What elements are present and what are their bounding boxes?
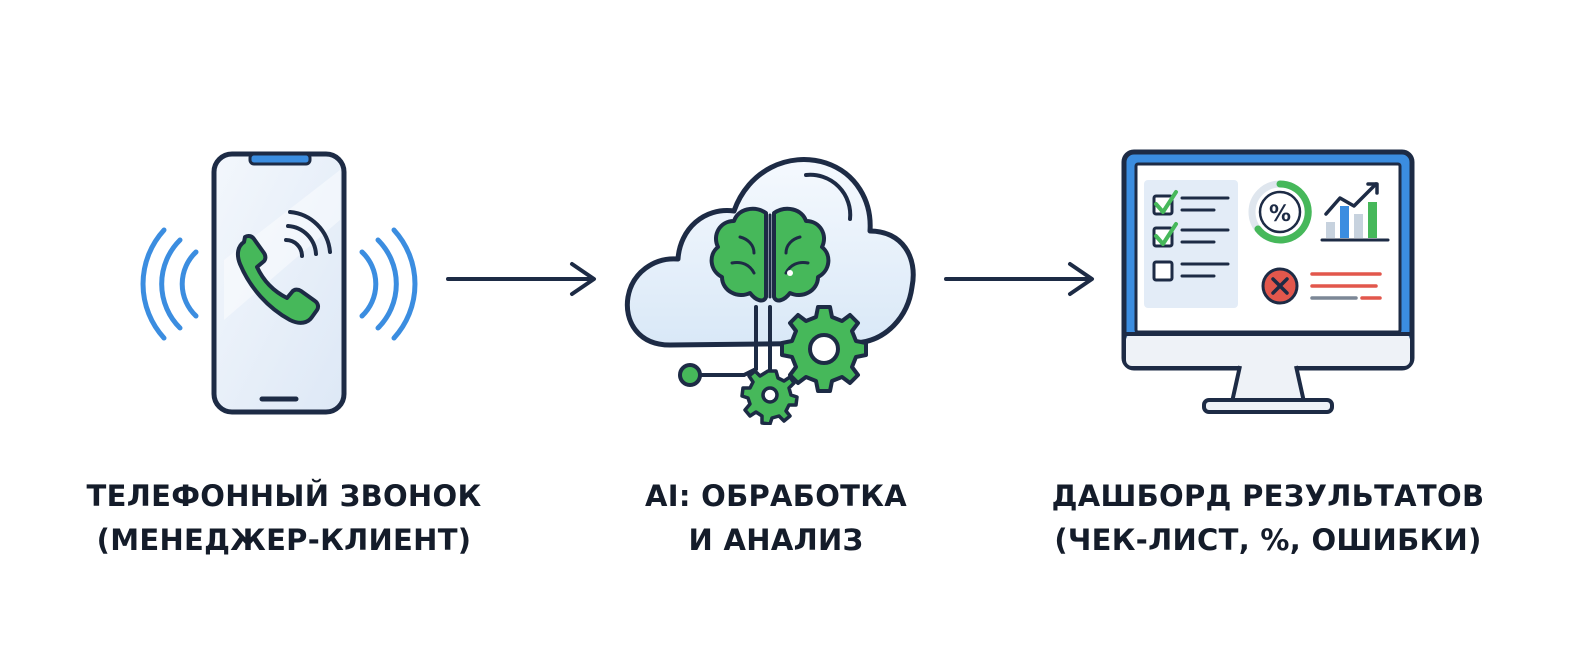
step-1-caption-line-2: (МЕНЕДЖЕР-КЛИЕНТ)	[96, 523, 472, 557]
arrow-right-icon	[446, 262, 596, 296]
cloud-brain-gears-icon	[624, 157, 916, 426]
monitor-dashboard-icon: %	[1121, 149, 1415, 414]
smartphone-call-icon	[140, 151, 418, 415]
mini-bar-chart	[1320, 182, 1390, 242]
percent-label: %	[1269, 202, 1291, 227]
percent-gauge: %	[1248, 180, 1312, 244]
step-3-dashboard: %	[1118, 148, 1418, 422]
step-2-caption-line-2: И АНАЛИЗ	[688, 523, 864, 557]
step-3-caption-line-2: (ЧЕК-ЛИСТ, %, ОШИБКИ)	[1054, 523, 1482, 557]
step-2-caption-line-1: AI: ОБРАБОТКА	[645, 479, 907, 513]
step-3-caption: ДАШБОРД РЕЗУЛЬТАТОВ (ЧЕК-ЛИСТ, %, ОШИБКИ…	[1008, 474, 1528, 562]
arrow-right-icon	[944, 262, 1094, 296]
step-1-caption-line-1: ТЕЛЕФОННЫЙ ЗВОНОК	[86, 479, 482, 513]
step-1-caption: ТЕЛЕФОННЫЙ ЗВОНОК (МЕНЕДЖЕР-КЛИЕНТ)	[24, 474, 544, 562]
step-3-caption-line-1: ДАШБОРД РЕЗУЛЬТАТОВ	[1051, 479, 1485, 513]
step-2-caption: AI: ОБРАБОТКА И АНАЛИЗ	[516, 474, 1036, 562]
checklist	[1152, 190, 1230, 282]
error-indicator	[1261, 267, 1382, 305]
step-1-phone	[140, 140, 420, 434]
step-2-ai	[620, 145, 920, 429]
